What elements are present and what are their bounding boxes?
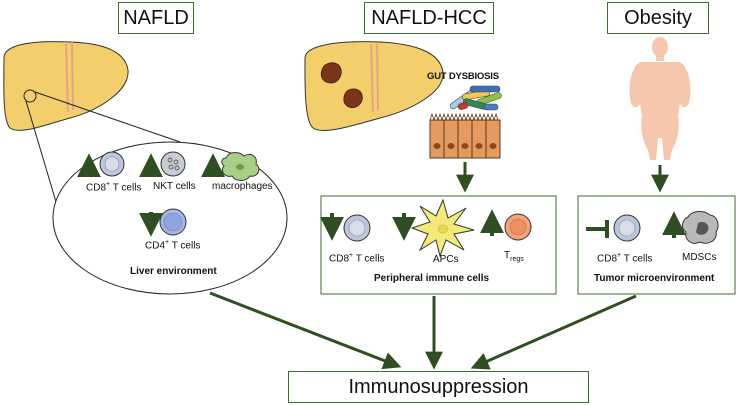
cell-nucleus-icon <box>509 218 527 236</box>
obesity-mdscs-label: MDSCs <box>682 252 717 263</box>
title-obesity: Obesity <box>607 2 709 34</box>
nafld-cd8-label: CD8+ T cells <box>86 181 142 194</box>
tumor-microenvironment-caption: Tumor microenvironment <box>594 273 715 284</box>
nafld-cd4-label: CD4+ T cells <box>145 239 201 252</box>
hcc-cd8-label: CD8+ T cells <box>329 252 385 265</box>
hcc-liver-icon <box>304 41 444 131</box>
nafld-macrophages-label: macrophages <box>212 181 273 192</box>
liver-environment-caption: Liver environment <box>130 266 217 277</box>
apc-nucleus-icon <box>437 224 449 234</box>
nafld-to-immunosuppression-arrow <box>209 291 402 370</box>
title-nafld: NAFLD <box>118 2 194 34</box>
obese-body-icon <box>629 37 691 160</box>
gut-dysbiosis-label: GUT DYSBIOSIS <box>427 71 499 82</box>
nafld-liver-ligament-icon <box>65 41 74 113</box>
obesity-to-immunosuppression-arrow <box>470 294 637 370</box>
gut-bacteria-icon <box>449 85 502 111</box>
nafld-nkt-label: NKT cells <box>153 181 196 192</box>
hcc-tregs-label: Tregs <box>504 250 524 263</box>
intestinal-epithelium-icon <box>429 112 501 159</box>
cell-nucleus-icon <box>163 212 183 232</box>
nafld-liver-icon <box>3 41 129 131</box>
nafld-nkt-cell-icon <box>160 151 186 177</box>
tumor-microenvironment-box <box>577 195 736 295</box>
tumor-nodule-icon <box>320 62 342 84</box>
nkt-granules-icon <box>167 157 180 171</box>
immunosuppression-box: Immunosuppression <box>288 371 589 403</box>
peripheral-immune-caption: Peripheral immune cells <box>374 273 490 284</box>
zoom-origin-icon <box>23 89 37 103</box>
title-nafld-hcc: NAFLD-HCC <box>364 2 494 34</box>
macrophage-nucleus-icon <box>236 164 244 170</box>
tumor-nodule-icon <box>343 88 363 109</box>
cell-nucleus-icon <box>618 219 636 237</box>
hcc-liver-ligament-icon <box>370 43 379 113</box>
mdsc-nucleus-icon <box>696 221 709 235</box>
obesity-cd8-label: CD8+ T cells <box>597 252 653 265</box>
zoom-line-right <box>34 91 181 143</box>
cell-nucleus-icon <box>348 219 366 237</box>
cell-nucleus-icon <box>104 156 120 172</box>
obesity-cd8-inhibition-icon <box>586 220 609 238</box>
hcc-apcs-label: APCs <box>433 254 459 265</box>
